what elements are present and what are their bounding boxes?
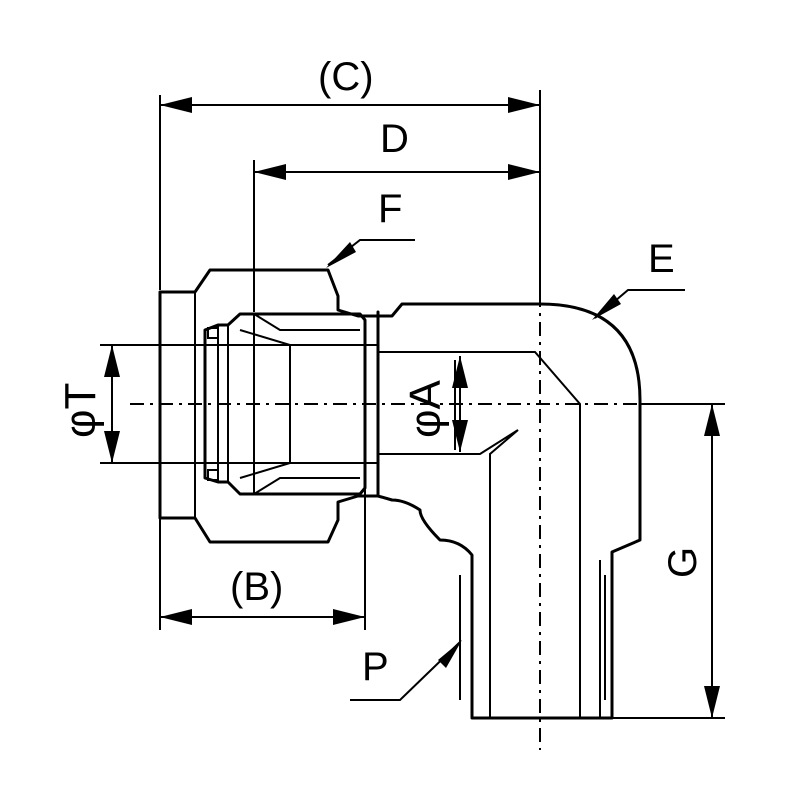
label-f: F xyxy=(378,187,402,231)
arrow-t-bottom xyxy=(104,431,120,463)
label-t: φT xyxy=(56,383,105,438)
arrow-g-bottom xyxy=(704,686,720,718)
label-d: D xyxy=(380,117,409,161)
label-c: (C) xyxy=(318,55,374,99)
arrow-a-top xyxy=(452,356,468,388)
ferrule-bottom-inner xyxy=(253,477,360,495)
arrow-a-bottom xyxy=(452,420,468,452)
ferrule-taper xyxy=(239,329,291,479)
arrow-c-right xyxy=(508,97,540,113)
elbow-bore-inner xyxy=(378,429,519,718)
arrow-g-top xyxy=(704,404,720,436)
arrow-b-right xyxy=(333,609,365,625)
label-a: φA xyxy=(401,379,450,438)
ferrule-top-inner xyxy=(253,313,360,331)
label-b: (B) xyxy=(230,565,283,609)
arrow-e xyxy=(592,294,621,320)
label-p: P xyxy=(362,645,389,689)
arrow-c-left xyxy=(160,97,192,113)
nut-outline xyxy=(158,268,380,544)
arrow-t-top xyxy=(104,345,120,377)
arrow-d-right xyxy=(508,164,540,180)
label-g: G xyxy=(661,547,705,578)
elbow-body-outline xyxy=(376,302,642,720)
elbow-bore xyxy=(378,351,581,718)
ferrule-corner-bottom xyxy=(207,469,219,481)
arrow-b-left xyxy=(160,609,192,625)
ferrule-corner-top xyxy=(207,327,219,339)
label-e: E xyxy=(648,237,675,281)
arrow-f xyxy=(326,242,356,268)
arrow-p xyxy=(438,640,462,668)
arrow-d-left xyxy=(254,164,286,180)
